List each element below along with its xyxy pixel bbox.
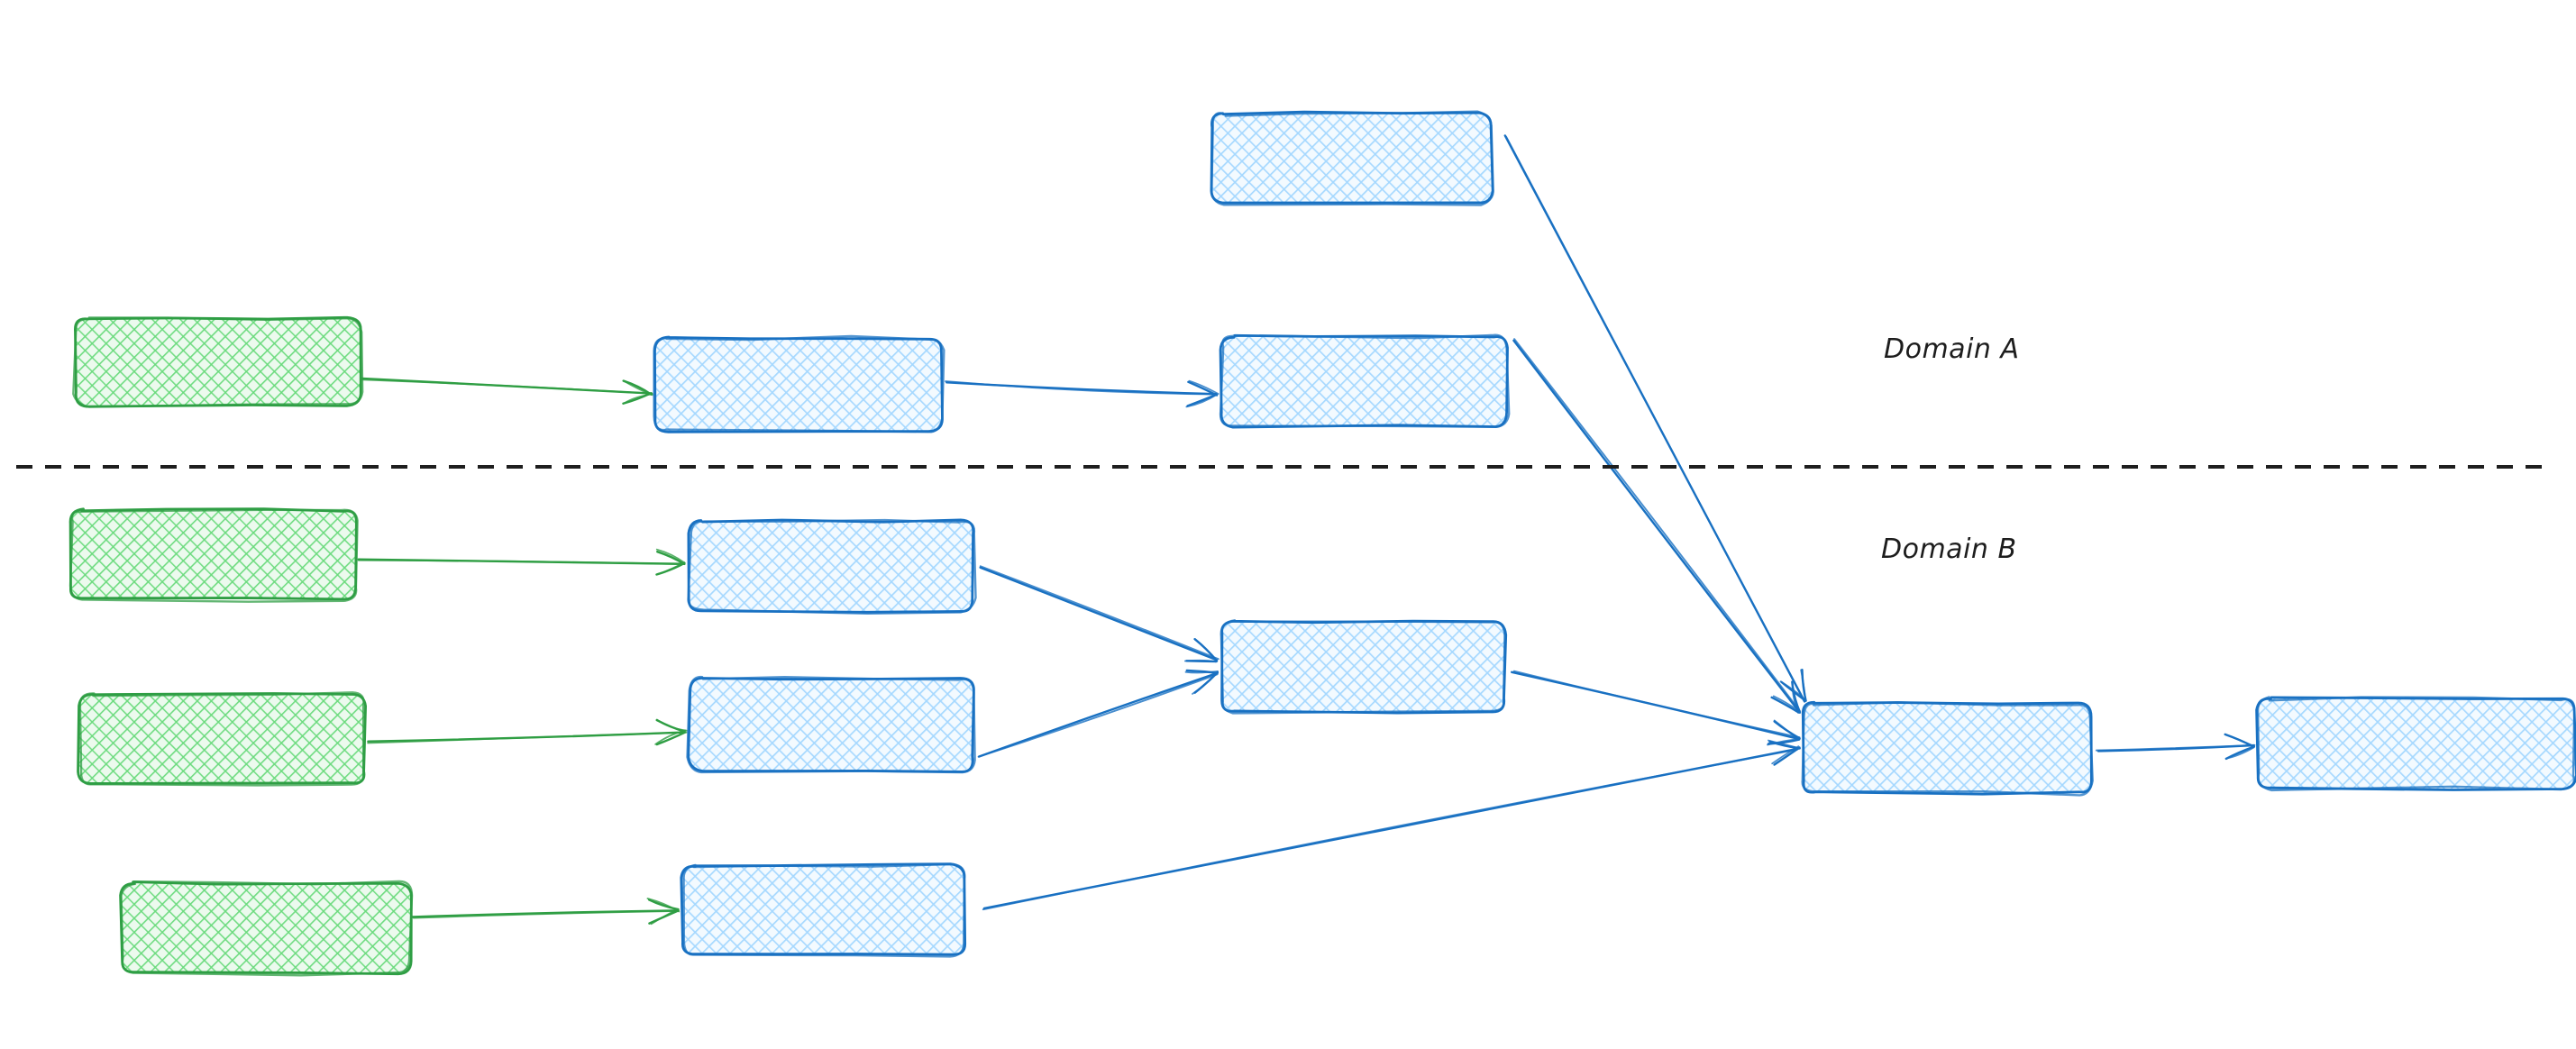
node-bfin-blue[interactable] — [1803, 703, 2091, 793]
edge-a2-to-bfin — [1512, 338, 1802, 714]
node-bmid-blue[interactable] — [1221, 622, 1505, 712]
node-blast — [2255, 696, 2576, 792]
node-b1-blue[interactable] — [690, 521, 973, 611]
node-a2 — [1219, 333, 1511, 429]
node-bfin — [1801, 700, 2094, 797]
edge-bmid-to-bfin — [1510, 670, 1801, 746]
domain-a-label: Domain A — [1884, 333, 2020, 365]
edge-bfin-to-blast — [2095, 733, 2256, 761]
node-g1 — [72, 315, 364, 408]
domain-b-label: Domain B — [1881, 534, 2017, 565]
node-atop — [1210, 110, 1494, 206]
node-b2 — [686, 675, 976, 774]
edge-g2-to-b1 — [357, 548, 686, 576]
node-g2-green[interactable] — [70, 510, 356, 599]
nodes-layer — [69, 110, 2576, 977]
edge-g3-to-b2 — [367, 718, 688, 746]
edges-layer — [357, 134, 2256, 926]
node-b1 — [687, 518, 977, 615]
edge-atop-to-bfin — [1503, 134, 1807, 703]
node-a1-blue[interactable] — [655, 338, 942, 431]
edge-g4-to-b3 — [411, 898, 681, 926]
node-g3-green[interactable] — [79, 694, 365, 784]
node-g3 — [77, 691, 367, 787]
edge-a1-to-a2 — [945, 379, 1219, 408]
edge-b1-to-bmid — [979, 565, 1219, 663]
edge-b2-to-bmid — [977, 669, 1219, 758]
edge-g1-to-a1 — [361, 377, 653, 405]
node-b2-blue[interactable] — [690, 678, 973, 771]
node-b3 — [680, 862, 967, 958]
node-g4 — [119, 880, 414, 977]
node-b3-blue[interactable] — [682, 865, 964, 955]
node-g2 — [69, 507, 359, 603]
node-a2-blue[interactable] — [1221, 336, 1507, 426]
node-blast-blue[interactable] — [2258, 698, 2575, 789]
edge-b3-to-bfin — [982, 739, 1801, 911]
node-atop-blue[interactable] — [1211, 114, 1492, 203]
node-a1 — [653, 334, 945, 433]
node-g1-green[interactable] — [75, 318, 361, 406]
node-g4-green[interactable] — [122, 883, 410, 973]
node-bmid — [1219, 619, 1508, 715]
